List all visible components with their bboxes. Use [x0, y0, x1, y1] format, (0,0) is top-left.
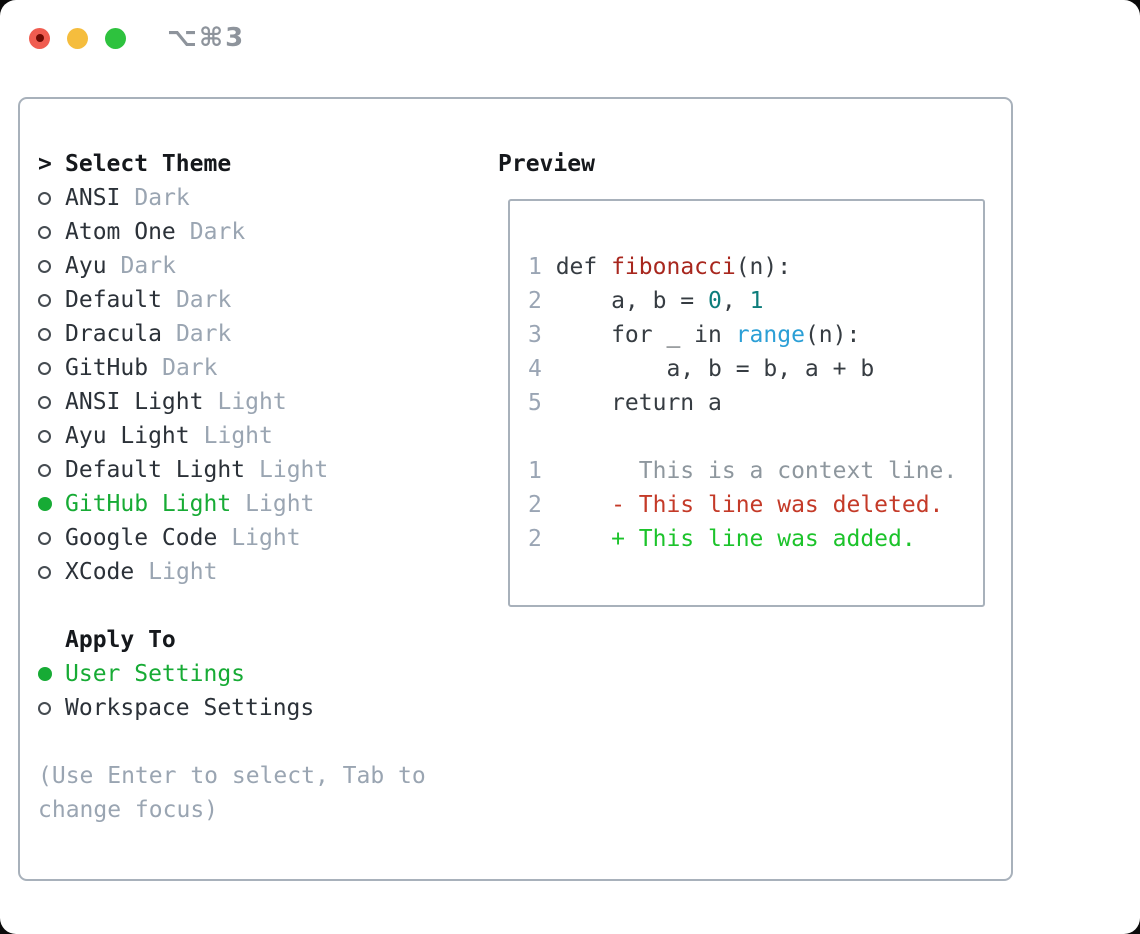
radio-icon	[38, 429, 51, 443]
theme-variant-tag: Light	[245, 491, 315, 517]
theme-option-google-code[interactable]: Google Code Light	[38, 521, 498, 555]
radio-icon	[38, 225, 51, 239]
theme-option-dracula[interactable]: Dracula Dark	[38, 317, 498, 351]
theme-variant-tag: Dark	[175, 287, 232, 313]
apply-option-user-settings[interactable]: User Settings	[38, 657, 498, 691]
theme-variant-tag: Light	[259, 457, 329, 483]
option-label: ANSI Light	[65, 389, 204, 415]
select-theme-header: > Select Theme	[38, 147, 498, 181]
spacer	[38, 725, 498, 759]
option-label: GitHub Light	[65, 491, 232, 517]
theme-variant-tag: Light	[148, 559, 218, 585]
line-number: 4	[528, 356, 542, 382]
radio-selected-icon	[38, 667, 52, 681]
preview-code-line: 3 for _ in range(n):	[528, 318, 983, 352]
preview-code-line: 4 a, b = b, a + b	[528, 352, 983, 386]
option-label: Dracula	[65, 321, 162, 347]
option-label: Default Light	[65, 457, 246, 483]
line-number: 2	[528, 492, 542, 518]
theme-variant-tag: Light	[231, 525, 301, 551]
radio-icon	[38, 293, 51, 307]
radio-icon	[38, 327, 51, 341]
line-number: 1	[528, 254, 542, 280]
theme-variant-tag: Light	[217, 389, 287, 415]
theme-option-ansi[interactable]: ANSI Dark	[38, 181, 498, 215]
option-label: ANSI	[65, 185, 121, 211]
theme-variant-tag: Dark	[162, 355, 218, 381]
preview-code-line: 2 a, b = 0, 1	[528, 284, 983, 318]
window-shortcut-label: ⌥⌘3	[167, 23, 246, 53]
line-number: 5	[528, 390, 542, 416]
focus-caret-icon: >	[38, 151, 52, 177]
theme-option-atom-one[interactable]: Atom One Dark	[38, 215, 498, 249]
theme-variant-tag: Dark	[175, 321, 232, 347]
theme-option-ayu[interactable]: Ayu Dark	[38, 249, 498, 283]
option-label: Default	[65, 287, 162, 313]
theme-variant-tag: Light	[203, 423, 273, 449]
spacer	[38, 589, 498, 623]
theme-option-xcode[interactable]: XCode Light	[38, 555, 498, 589]
theme-option-github[interactable]: GitHub Dark	[38, 351, 498, 385]
theme-option-ansi-light[interactable]: ANSI Light Light	[38, 385, 498, 419]
option-label: User Settings	[65, 661, 246, 687]
preview-code-line: 5 return a	[528, 386, 983, 420]
preview-code-line: 2 - This line was deleted.	[528, 488, 983, 522]
line-number: 3	[528, 322, 542, 348]
option-label: Ayu Light	[65, 423, 190, 449]
preview-code-line: 1 This is a context line.	[528, 454, 983, 488]
theme-variant-tag: Dark	[189, 219, 246, 245]
preview-title: Preview	[498, 151, 595, 177]
radio-icon	[38, 565, 51, 579]
close-button[interactable]	[29, 27, 50, 49]
select-theme-title: Select Theme	[65, 151, 232, 177]
theme-option-github-light[interactable]: GitHub Light Light	[38, 487, 498, 521]
line-number: 1	[528, 458, 542, 484]
radio-icon	[38, 361, 51, 375]
line-number: 2	[528, 288, 542, 314]
option-label: Ayu	[65, 253, 107, 279]
option-label: Atom One	[65, 219, 176, 245]
option-label: Workspace Settings	[65, 695, 315, 721]
radio-icon	[38, 191, 51, 205]
theme-variant-tag: Dark	[120, 253, 176, 279]
option-label: XCode	[65, 559, 135, 585]
radio-icon	[38, 463, 51, 477]
radio-icon	[38, 395, 51, 409]
option-label: GitHub	[65, 355, 149, 381]
apply-option-workspace-settings[interactable]: Workspace Settings	[38, 691, 498, 725]
preview-code-line: 2 + This line was added.	[528, 522, 983, 556]
theme-option-default-light[interactable]: Default Light Light	[38, 453, 498, 487]
theme-variant-tag: Dark	[134, 185, 190, 211]
line-number: 2	[528, 526, 542, 552]
radio-icon	[38, 531, 51, 545]
window-titlebar: ⌥⌘3	[0, 0, 1140, 76]
minimize-button[interactable]	[67, 27, 88, 49]
apply-to-header: Apply To	[38, 623, 498, 657]
option-label: Google Code	[65, 525, 218, 551]
theme-option-ayu-light[interactable]: Ayu Light Light	[38, 419, 498, 453]
radio-selected-icon	[38, 497, 52, 511]
zoom-button[interactable]	[105, 27, 126, 49]
apply-to-title: Apply To	[65, 627, 176, 653]
theme-option-default[interactable]: Default Dark	[38, 283, 498, 317]
radio-icon	[38, 259, 51, 273]
preview-code-line	[528, 420, 983, 454]
keyboard-hint: (Use Enter to select, Tab to change focu…	[38, 763, 426, 823]
radio-icon	[38, 701, 51, 715]
